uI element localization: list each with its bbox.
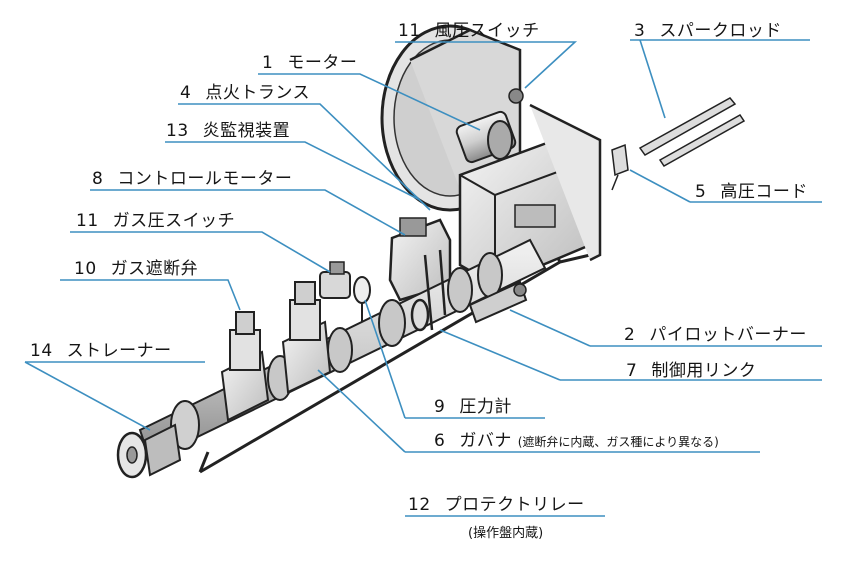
pressure-gauge [353,276,371,322]
leader-6 [317,369,406,453]
leader-3 [639,39,666,119]
governor-note: (遮断弁に内蔵、ガス種により異なる) [517,435,719,449]
leader-7 [439,329,561,381]
leader-lines [24,39,822,517]
leader-13 [165,141,421,201]
leader-4 [178,103,431,211]
gas-shutoff-valve [220,311,270,422]
spark-rods [611,97,746,191]
strainer [116,423,182,479]
leader-10 [60,279,241,311]
leader-2 [509,309,591,347]
pilot-burner [468,280,528,324]
leader-1 [258,73,481,131]
leader-11a [395,41,578,89]
burner-body [458,103,602,287]
protect-relay-note: (操作盤内蔵) [468,526,544,541]
leader-5 [629,169,691,203]
gas-pressure-switch [319,261,351,299]
motor [455,88,524,164]
leader-8 [90,189,406,236]
leader-14 [24,361,151,431]
governor-valve [281,281,332,394]
leader-9 [364,299,406,419]
control-link [410,249,447,332]
leader-11b [70,231,331,273]
